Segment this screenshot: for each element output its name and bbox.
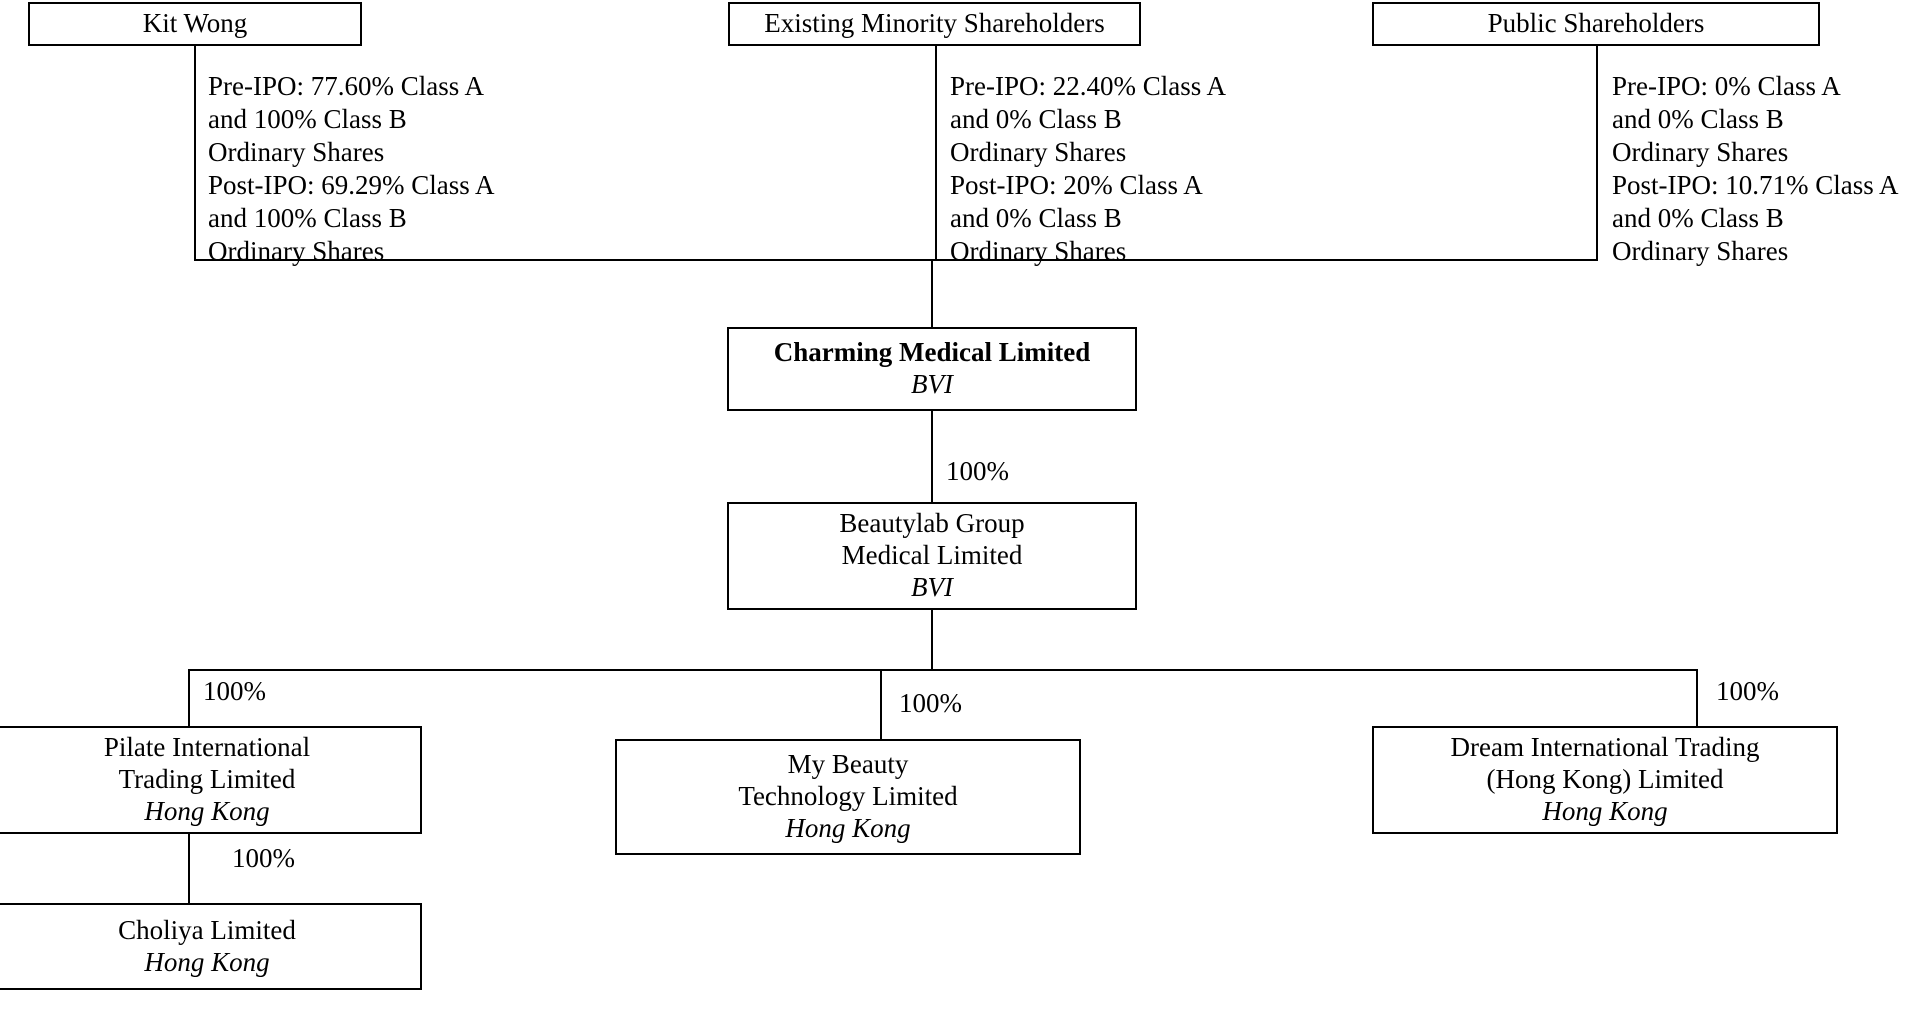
node-label: Kit Wong	[142, 8, 248, 39]
node-beautylab-group-medical-limited[interactable]: Beautylab Group Medical Limited BVI	[727, 502, 1137, 610]
node-label-line1: Dream International Trading	[1450, 732, 1760, 763]
node-jurisdiction: Hong Kong	[144, 946, 270, 977]
connector-bus-to-charming	[931, 259, 933, 327]
node-jurisdiction: Hong Kong	[785, 812, 911, 843]
node-dream-international-trading-limited[interactable]: Dream International Trading (Hong Kong) …	[1372, 726, 1838, 834]
node-label-line2: Medical Limited	[841, 540, 1023, 571]
connector-bus-to-mybeauty	[880, 669, 882, 741]
shareholding-note-public: Pre-IPO: 0% Class A and 0% Class B Ordin…	[1612, 71, 1899, 266]
connector-bus-to-dream	[1696, 669, 1698, 728]
node-label: Existing Minority Shareholders	[764, 8, 1105, 39]
node-label-line1: Pilate International	[103, 732, 311, 763]
connector-existing-minority-drop	[935, 46, 937, 261]
node-label: Charming Medical Limited	[773, 337, 1091, 368]
node-kit-wong[interactable]: Kit Wong	[28, 2, 362, 46]
ownership-label-beautylab-mybeauty: 100%	[899, 688, 962, 718]
connector-charming-to-beautylab	[931, 411, 933, 502]
ownership-label-beautylab-dream: 100%	[1716, 676, 1779, 706]
node-public-shareholders[interactable]: Public Shareholders	[1372, 2, 1820, 46]
node-label-line1: Choliya Limited	[118, 914, 296, 945]
shareholding-note-existing-minority: Pre-IPO: 22.40% Class A and 0% Class B O…	[950, 71, 1226, 266]
node-label-line2: Trading Limited	[118, 764, 296, 795]
node-jurisdiction: BVI	[911, 571, 953, 602]
node-label-line1: My Beauty	[787, 749, 909, 780]
ownership-label-charming-beautylab: 100%	[946, 456, 1009, 486]
node-jurisdiction: BVI	[911, 369, 953, 399]
connector-bus-to-pilate	[188, 669, 190, 728]
node-jurisdiction: Hong Kong	[144, 795, 270, 826]
connector-pilate-to-choliya	[188, 834, 190, 903]
shareholding-note-kit-wong: Pre-IPO: 77.60% Class A and 100% Class B…	[208, 71, 495, 266]
node-pilate-international-trading-limited[interactable]: Pilate International Trading Limited Hon…	[0, 726, 422, 834]
connector-kit-wong-drop	[194, 46, 196, 261]
node-charming-medical-limited[interactable]: Charming Medical Limited BVI	[727, 327, 1137, 411]
node-jurisdiction: Hong Kong	[1542, 795, 1668, 826]
node-my-beauty-technology-limited[interactable]: My Beauty Technology Limited Hong Kong	[615, 739, 1081, 855]
node-label-line2: Technology Limited	[738, 781, 958, 812]
node-choliya-limited[interactable]: Choliya Limited Hong Kong	[0, 903, 422, 990]
node-label-line2: (Hong Kong) Limited	[1486, 764, 1724, 795]
connector-beautylab-drop	[931, 610, 933, 671]
ownership-label-pilate-choliya: 100%	[232, 843, 295, 873]
connector-subsidiaries-bus	[188, 669, 1698, 671]
ownership-label-beautylab-pilate: 100%	[203, 676, 266, 706]
connector-public-drop	[1596, 46, 1598, 261]
node-label: Public Shareholders	[1487, 8, 1705, 39]
node-existing-minority-shareholders[interactable]: Existing Minority Shareholders	[728, 2, 1141, 46]
connector-shareholders-bus	[194, 259, 1598, 261]
node-label-line1: Beautylab Group	[839, 508, 1025, 539]
